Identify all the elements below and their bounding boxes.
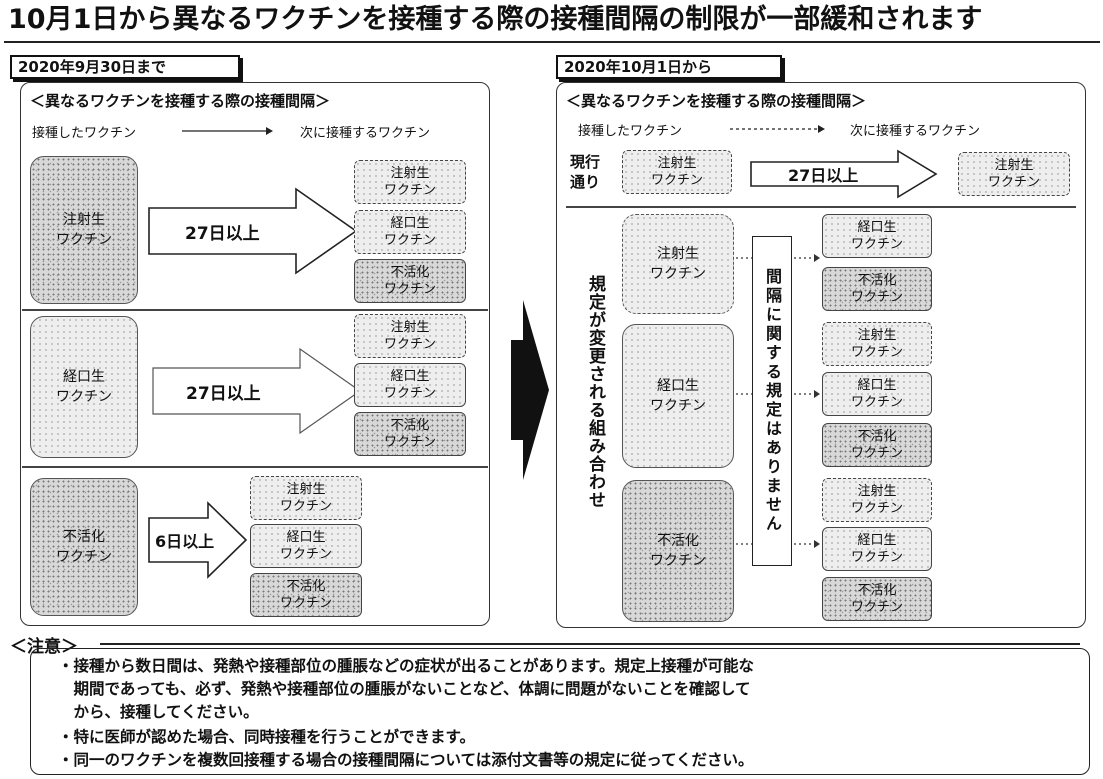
right-flow-arrow (730, 125, 825, 133)
note-line-2: 期間であっても、必ず、発熱や接種部位の腫脹がないことなど、体調に問題がないことを… (58, 680, 751, 698)
left-flow-to: 次に接種するワクチン (300, 126, 431, 141)
right-source-2: 経口生 ワクチン (622, 324, 734, 468)
transition-arrow (511, 300, 549, 480)
right-subtitle: ＜異なるワクチンを接種する際の接種間隔＞ (566, 92, 867, 110)
left-target-2-2: 経口生 ワクチン (354, 363, 466, 407)
right-current-interval: 27日以上 (788, 166, 859, 185)
note-line-1: ・接種から数日間は、発熱や接種部位の腫脹などの症状が出ることがあります。規定上接… (58, 657, 754, 675)
left-source-vaccine-3: 不活化 ワクチン (30, 478, 138, 616)
notes-heading: ＜注意＞ (10, 637, 78, 657)
right-target-7: 経口生 ワクチン (822, 527, 932, 571)
left-flow-from: 接種したワクチン (32, 126, 137, 141)
right-flow-from: 接種したワクチン (578, 124, 683, 139)
right-target-5: 不活化 ワクチン (822, 423, 932, 467)
right-current-target: 注射生 ワクチン (958, 152, 1070, 196)
note-line-3: から、接種してください。 (58, 703, 259, 721)
page-title: 10月1日から異なるワクチンを接種する際の接種間隔の制限が一部緩和されます (8, 4, 983, 35)
right-target-8: 不活化 ワクチン (822, 577, 932, 621)
right-current-source: 注射生 ワクチン (622, 150, 732, 194)
left-interval-arrow-3 (148, 501, 248, 579)
right-changed-label: 規定が変更される組み合わせ (585, 275, 605, 509)
left-interval-arrow-1 (148, 187, 358, 275)
right-target-3: 注射生 ワクチン (822, 322, 932, 366)
left-row-divider-2 (22, 466, 488, 468)
left-source-vaccine-1: 注射生 ワクチン (30, 156, 138, 304)
left-target-3-2: 経口生 ワクチン (250, 524, 362, 568)
left-interval-label-1: 27日以上 (185, 224, 260, 244)
right-no-rule-box: 間隔に関する規定はありません (752, 236, 792, 566)
right-target-2: 不活化 ワクチン (822, 267, 932, 311)
left-target-1-2: 経口生 ワクチン (354, 210, 466, 254)
left-target-1-1: 注射生 ワクチン (354, 160, 466, 204)
left-interval-label-3: 6日以上 (155, 532, 215, 551)
left-date-label: 2020年9月30日まで (10, 55, 240, 79)
right-target-1: 経口生 ワクチン (822, 214, 932, 258)
note-line-5: ・同一のワクチンを複数回接種する場合の接種間隔については添付文書等の規定に従って… (58, 751, 754, 769)
right-target-6: 注射生 ワクチン (822, 478, 932, 522)
left-interval-arrow-2 (152, 347, 362, 435)
right-source-1: 注射生 ワクチン (622, 214, 734, 314)
note-line-4: ・特に医師が認めた場合、同時接種を行うことができます。 (58, 728, 475, 746)
left-source-vaccine-2: 経口生 ワクチン (30, 316, 138, 458)
left-interval-label-2: 27日以上 (186, 384, 261, 404)
right-divider (566, 206, 1076, 208)
left-subtitle: ＜異なるワクチンを接種する際の接種間隔＞ (30, 92, 331, 110)
left-flow-arrow (182, 127, 273, 135)
right-source-3: 不活化 ワクチン (622, 480, 734, 622)
left-row-divider-1 (22, 309, 488, 311)
notes-box (30, 648, 1090, 775)
left-target-2-1: 注射生 ワクチン (354, 314, 466, 358)
left-target-1-3: 不活化 ワクチン (354, 259, 466, 303)
notes-heading-rule (100, 643, 1080, 645)
right-no-rule-text: 間隔に関する規定はありません (763, 268, 782, 534)
left-target-3-3: 不活化 ワクチン (250, 573, 362, 617)
right-date-label: 2020年10月1日から (556, 55, 782, 79)
right-flow-to: 次に接種するワクチン (850, 124, 981, 139)
right-current-label: 現行 通り (570, 153, 601, 191)
left-target-2-3: 不活化 ワクチン (354, 412, 466, 456)
right-dotted-connectors (736, 254, 820, 548)
right-current-arrow (750, 149, 938, 199)
title-underline (4, 41, 1100, 43)
left-target-3-1: 注射生 ワクチン (250, 476, 362, 520)
right-target-4: 経口生 ワクチン (822, 372, 932, 416)
